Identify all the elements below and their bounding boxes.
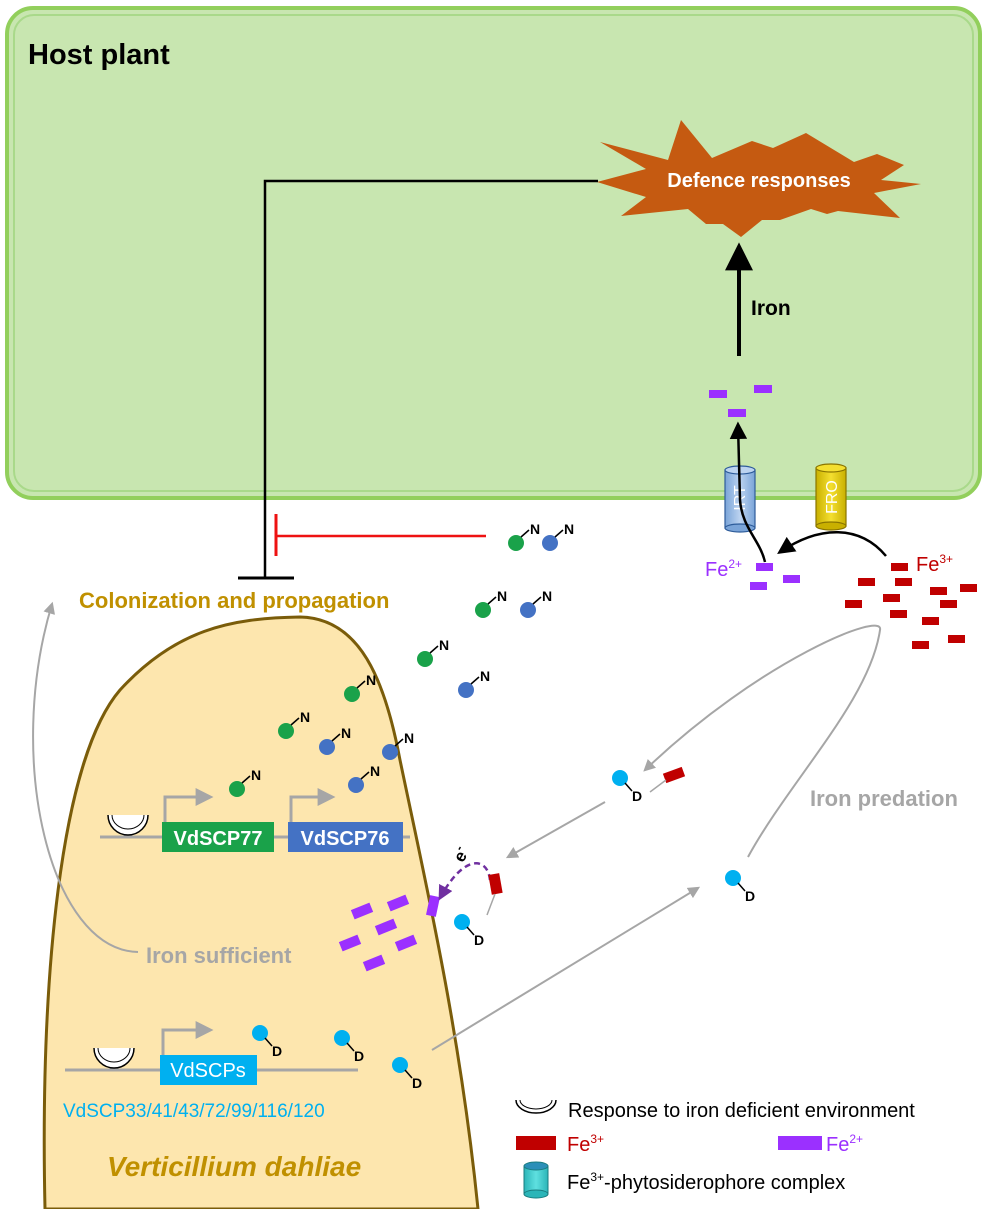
fe2-outside-label: Fe2+ [705, 557, 742, 581]
gene-label-vdscp76: VdSCP76 [301, 828, 390, 850]
siderophore-linker [467, 927, 474, 935]
gene-list-label: VdSCP33/41/43/72/99/116/120 [63, 1101, 325, 1122]
fungus-name: Verticillium dahliae [107, 1151, 361, 1182]
protein-n-label: N [439, 637, 449, 653]
iron-predation-label: Iron predation [810, 786, 958, 811]
siderophore-d-label: D [354, 1048, 364, 1064]
siderophore-d-label: D [474, 932, 484, 948]
vdscp77-protein: N [417, 637, 449, 667]
legend: Response to iron deficient environment F… [516, 1100, 915, 1198]
protein-linker [533, 597, 541, 604]
colonization-label: Colonization and propagation [79, 588, 389, 613]
fe2-ion [783, 575, 800, 583]
vdscp77-protein: N [508, 521, 540, 551]
vdscp77-protein: N [475, 588, 507, 618]
siderophore-linker [625, 783, 632, 791]
siderophore-secretion-arrow [432, 888, 698, 1050]
legend-response-label: Response to iron deficient environment [568, 1100, 915, 1122]
host-plant-title: Host plant [28, 39, 170, 71]
fro-label: FRO [824, 480, 841, 514]
fe2-ion [750, 582, 767, 590]
fro-reduction-arrow [780, 532, 886, 556]
fe2-ion [756, 563, 773, 571]
protein-n-label: N [542, 588, 552, 604]
fe2-ion [754, 385, 772, 393]
legend-complex-icon [524, 1162, 548, 1198]
protein-linker [430, 646, 438, 653]
vdscp-siderophore: D [454, 914, 484, 948]
fe2-ion [709, 390, 727, 398]
fe3-ion-cluster [845, 563, 977, 649]
electron-transfer-arrow [440, 863, 490, 898]
siderophore-link [487, 894, 495, 915]
protein-n-label: N [404, 730, 414, 746]
siderophore-d-label: D [412, 1075, 422, 1091]
protein-n-label: N [251, 767, 261, 783]
fe2-ion [728, 409, 746, 417]
vdscp-siderophore: D [725, 870, 755, 904]
fro-transporter: FRO [816, 464, 846, 530]
protein-n-label: N [530, 521, 540, 537]
gene-label-vdscp77: VdSCP77 [174, 828, 263, 850]
defence-label: Defence responses [667, 170, 850, 192]
iron-predation-arrow-out [645, 626, 880, 857]
legend-response-icon [516, 1100, 556, 1113]
vdscp76-protein: N [458, 668, 490, 698]
legend-fe3-swatch [516, 1136, 556, 1150]
gene-label-vdscps: VdSCPs [170, 1060, 246, 1082]
legend-fe2-swatch [778, 1136, 822, 1150]
protein-linker [555, 530, 563, 537]
protein-n-label: N [370, 763, 380, 779]
vdscp76-protein: N [520, 588, 552, 618]
protein-n-label: N [300, 709, 310, 725]
electron-label: e- [447, 843, 473, 866]
protein-linker [471, 677, 479, 684]
protein-n-label: N [480, 668, 490, 684]
legend-fe2-label: Fe2+ [826, 1132, 863, 1156]
fe3-ion [488, 873, 502, 895]
protein-n-label: N [366, 672, 376, 688]
iron-sufficient-label: Iron sufficient [146, 943, 292, 968]
protein-n-label: N [497, 588, 507, 604]
siderophore-d-label: D [745, 888, 755, 904]
siderophore-return-arrow [508, 802, 605, 857]
fe3-outside-label: Fe3+ [916, 552, 953, 576]
protein-n-label: N [341, 725, 351, 741]
siderophore-d-label: D [272, 1043, 282, 1059]
legend-fe3-label: Fe3+ [567, 1132, 604, 1156]
protein-linker [488, 597, 496, 604]
protein-linker [521, 530, 529, 537]
siderophore-d-label: D [632, 788, 642, 804]
legend-complex-label: Fe3+-phytosiderophore complex [567, 1170, 845, 1194]
siderophore-linker [738, 883, 745, 891]
vdscp76-protein: N [542, 521, 574, 551]
siderophore-link [650, 780, 666, 792]
host-plant-cell [7, 8, 980, 498]
protein-n-label: N [564, 521, 574, 537]
vdscp-siderophore: D [612, 770, 642, 804]
iron-arrow-label: Iron [751, 297, 791, 320]
